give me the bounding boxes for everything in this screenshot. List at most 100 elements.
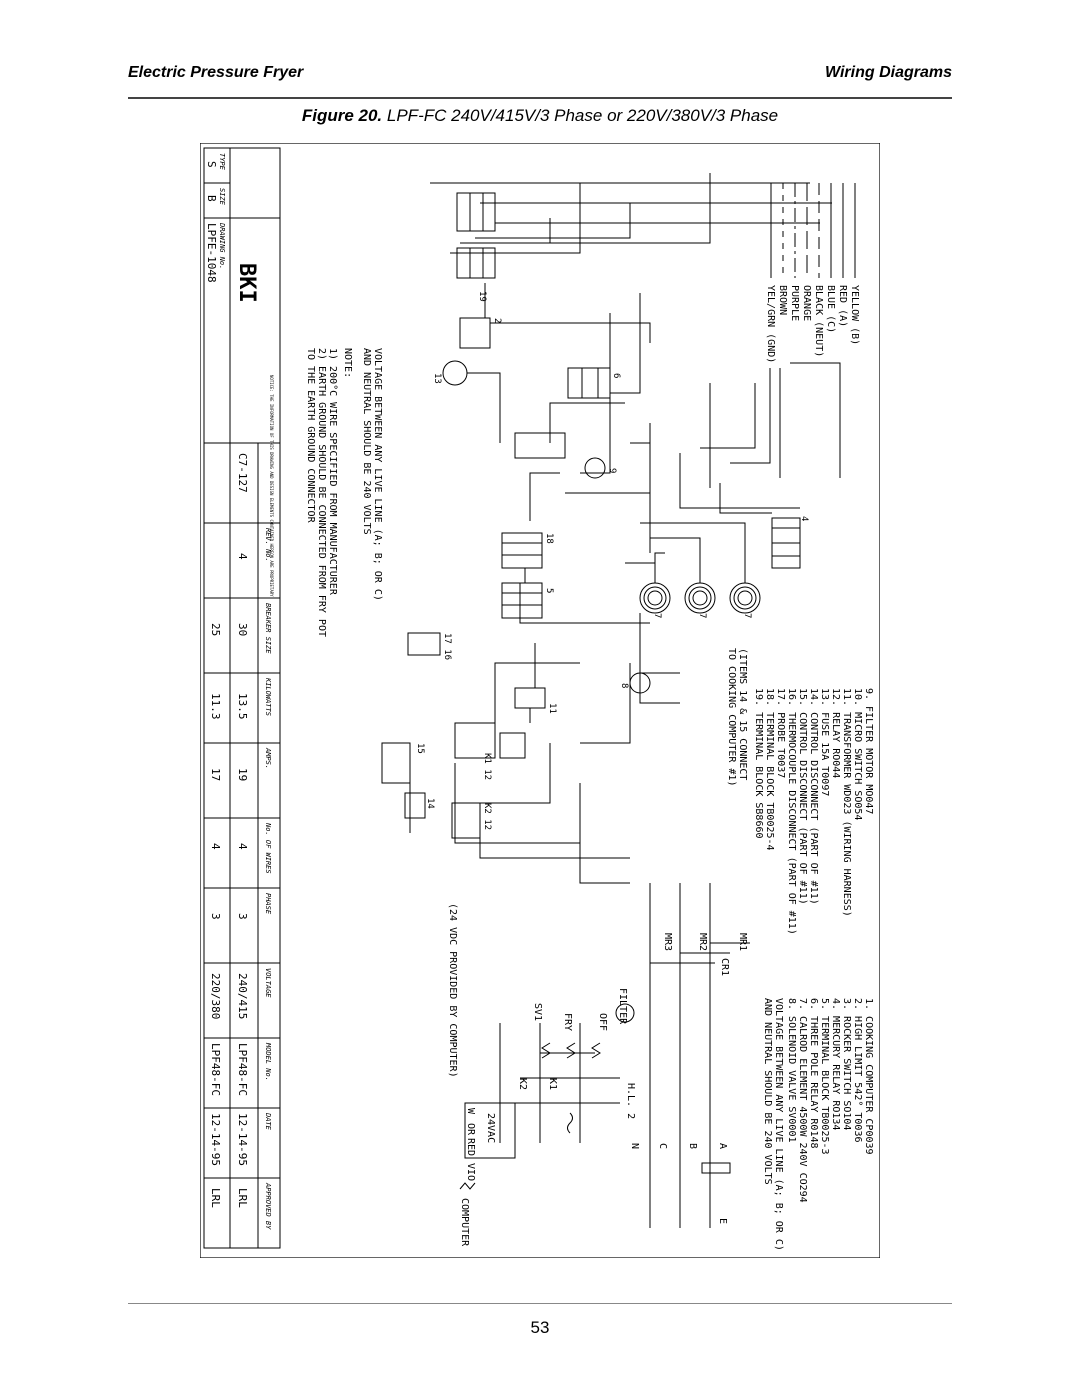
mr-contact: MR2: [697, 933, 708, 951]
rotated-sheet: YELLOW (B) RED (A) BLUE (C) BLACK (NEUT)…: [203, 147, 874, 1251]
k1-label: K1: [547, 1078, 558, 1090]
size-value: B: [205, 195, 218, 202]
tb-cell: 12-14-95: [209, 1113, 222, 1166]
tb-cell: 11.3: [209, 693, 222, 720]
notes-item: 2) EARTH GROUND SHOULD BE CONNECTED FROM…: [316, 348, 327, 637]
notes-item: TO THE EARTH GROUND CONNECTOR: [305, 348, 316, 524]
relay12-label: K1 12: [482, 753, 492, 780]
tb-cell: 4: [209, 843, 222, 850]
voltage-note: AND NEUTRAL SHOULD BE 240 VOLTS: [762, 998, 773, 1185]
tb-cell: 13.5: [236, 693, 249, 720]
hl-label: H.L. 2: [625, 1083, 636, 1119]
tb-header: PHASE: [264, 893, 272, 915]
vac-label: 24VAC: [485, 1113, 496, 1143]
figure-label: Figure 20.: [301, 106, 383, 125]
parts-item: 19. TERMINAL BLOCK SB8660: [753, 688, 764, 839]
line-label: A: [717, 1143, 728, 1149]
parts-item: 1. COOKING COMPUTER CP0039: [863, 998, 874, 1155]
legend: YELLOW (B) RED (A) BLUE (C) BLACK (NEUT)…: [765, 183, 860, 363]
items-note: TO COOKING COMPUTER #1): [726, 648, 737, 786]
probe-label: 17 16: [442, 633, 452, 660]
parts-item: 7. CALROD ELEMENT 4500W 240V CO294: [797, 998, 808, 1203]
computer-wire: VIO: [465, 1163, 476, 1181]
parts-item: 18. TERMINAL BLOCK TB0025-4: [764, 688, 775, 851]
element-label: 7: [697, 613, 707, 618]
legend-label: PURPLE: [789, 285, 800, 321]
parts-item: 5. TERMINAL BLOCK TB0025-3: [819, 998, 830, 1155]
tb-cell: 25: [209, 623, 222, 636]
cr1-label: 6: [611, 373, 621, 378]
filter-label: FILTER: [617, 988, 628, 1025]
schematic-labels: E A B C N CR1 MR1 MR2 MR3 FILTER OFF FRY…: [447, 903, 748, 1247]
cost-no: C7-127: [236, 453, 249, 493]
tb-header: APPROVED BY: [264, 1182, 272, 1230]
tb-header: VOLTAGE: [264, 968, 272, 998]
header-section: Wiring Diagrams: [825, 64, 952, 81]
mr-contact: MR1: [737, 933, 748, 951]
pump-label: 13: [432, 373, 442, 384]
proprietary-notice: NOTICE: THE INFORMATION OF THIS DRAWING …: [269, 375, 274, 597]
mr-contact: MR3: [662, 933, 673, 951]
tb-header: KILOWATTS: [264, 677, 272, 716]
line-label: N: [629, 1143, 640, 1149]
header-title: Electric Pressure Fryer: [128, 64, 304, 81]
parts-item: 14. CONTROL DISCONNECT (PART OF #11): [808, 688, 819, 905]
tb-header: MODEL No.: [264, 1042, 272, 1081]
fry-label: FRY: [562, 1013, 573, 1031]
tb-cell: 12-14-95: [236, 1113, 249, 1166]
line-label: E: [717, 1218, 728, 1224]
parts-item: 15. CONTROL DISCONNECT (PART OF #11): [797, 688, 808, 905]
line-label: B: [687, 1143, 698, 1149]
parts-item: 17. PROBE T0037: [775, 688, 786, 778]
vdc-note: (24 VDC PROVIDED BY COMPUTER): [447, 903, 458, 1078]
figure-caption-text: LPF-FC 240V/415V/3 Phase or 220V/380V/3 …: [386, 106, 779, 125]
legend-label: ORANGE: [801, 285, 812, 321]
tb-cell: LRL: [209, 1188, 222, 1208]
tb-cell: 17: [209, 768, 222, 781]
type-value: S: [205, 161, 218, 168]
title-block: APPROVED BY DATE MODEL No. VOLTAGE PHASE…: [203, 147, 281, 1249]
brand-logo: BKI: [234, 263, 259, 303]
tb-cell: LPF48-FC: [209, 1043, 222, 1096]
line-label: C: [657, 1143, 668, 1149]
legend-label: YEL/GRN (GND): [765, 285, 776, 363]
ladder-schematic: [459, 883, 750, 1228]
tb-header: AMPS.: [264, 747, 272, 769]
transformer-label: 11: [547, 703, 557, 714]
parts-item: 16. THERMOCOUPLE DISCONNECT (PART OF #11…: [786, 688, 797, 935]
size-label: SIZE: [218, 188, 226, 206]
tb-cell: 220/380: [209, 973, 222, 1019]
component-numbers: 7 7 7 4 19 6 18 5 9 2 13 11 K1 12 K2 12 …: [415, 291, 809, 830]
parts-item: 4. MERCURY RELAY RO134: [830, 998, 841, 1130]
parts-list-b: 9. FILTER MOTOR MO047 10. MICRO SWITCH S…: [753, 688, 874, 935]
parts-item: 2. HIGH LIMIT 542° T0036: [852, 998, 863, 1143]
computer-label: COMPUTER: [459, 1198, 470, 1247]
drawing-no-label: DRAWING No.: [218, 222, 226, 269]
parts-item: 13. FUSE 15A T0097: [819, 688, 830, 796]
type-label: TYPE: [218, 153, 226, 171]
voltage-note: VOLTAGE BETWEEN ANY LIVE LINE (A; B; OR …: [773, 998, 784, 1251]
legend-label: BLACK (NEUT): [813, 285, 824, 357]
wiring-area: [381, 173, 841, 884]
sv1-label: SV1: [532, 1003, 543, 1021]
parts-item: 11. TRANSFORMER WD023 (WIRING HARNESS): [841, 688, 852, 917]
disconnect-label: 14: [425, 798, 435, 809]
notes: VOLTAGE BETWEEN ANY LIVE LINE (A; B; OR …: [305, 348, 383, 637]
element-label: 7: [742, 613, 752, 618]
tb-cell: 4: [236, 843, 249, 850]
parts-item: 8. SOLENOID VALVE SV0001: [786, 998, 797, 1143]
legend-label: YELLOW (B): [849, 285, 860, 345]
parts-item: 3. ROCKER SWITCH SO104: [841, 998, 852, 1130]
notes-item: 1) 200°C WIRE SPECIFIED FROM MANUFACTURE…: [327, 348, 338, 596]
voltage-note: AND NEUTRAL SHOULD BE 240 VOLTS: [361, 348, 372, 535]
valve-label: 8: [619, 683, 629, 688]
legend-label: BROWN: [777, 285, 788, 315]
tb-cell: LRL: [236, 1188, 249, 1208]
tb-cell: 240/415: [236, 973, 249, 1019]
tb5-label: 5: [544, 588, 554, 593]
element-label: 7: [652, 613, 662, 618]
hl-label: 2: [492, 318, 502, 323]
k2-label: K2: [517, 1078, 528, 1090]
header-rule: [128, 97, 952, 99]
footer-rule: [128, 1303, 952, 1304]
